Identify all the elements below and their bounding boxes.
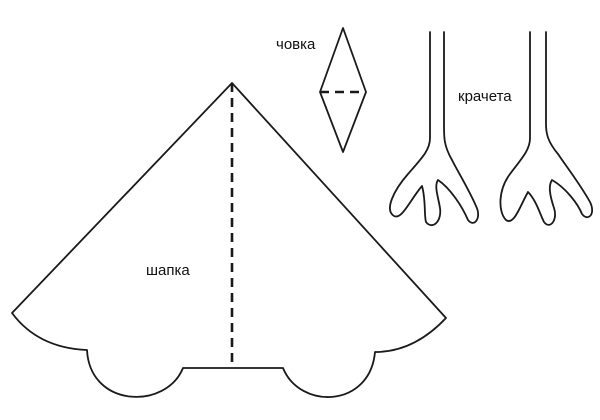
right-foot-outline — [499, 31, 594, 226]
beak-piece — [319, 27, 367, 153]
hat-piece — [11, 82, 447, 398]
beak-outline — [319, 27, 367, 153]
beak-label: човка — [276, 36, 316, 53]
hat-outline — [11, 82, 447, 398]
left-foot-outline — [389, 31, 480, 227]
legs-label: крачета — [458, 88, 512, 105]
hat-label: шапка — [146, 262, 190, 279]
